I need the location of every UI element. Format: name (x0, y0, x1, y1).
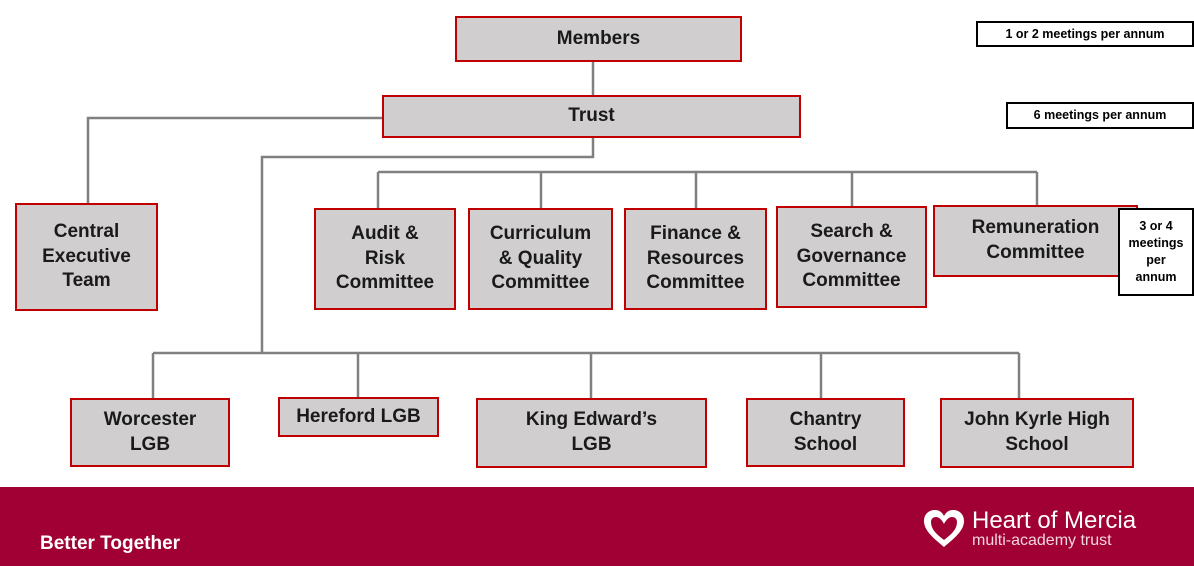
brand-name: Heart of Mercia (972, 507, 1137, 534)
curriculum-quality-committee-box: Curriculum & Quality Committee (468, 208, 613, 310)
finance-resources-committee-box: Finance & Resources Committee (624, 208, 767, 310)
members-meetings-note: 1 or 2 meetings per annum (976, 21, 1194, 47)
john-kyrle-high-school-box: John Kyrle High School (940, 398, 1134, 468)
hereford-lgb-box: Hereford LGB (278, 397, 439, 437)
king-edwards-lgb-box: King Edward’s LGB (476, 398, 707, 468)
footer-tagline: Better Together (40, 533, 181, 554)
brand-logo: Heart of Mercia multi-academy trust (922, 504, 1136, 554)
remuneration-committee-box: Remuneration Committee (933, 205, 1138, 277)
heart-icon (924, 510, 964, 547)
brand-subtitle: multi-academy trust (972, 532, 1112, 550)
footer-banner: Better Together Heart of Mercia multi-ac… (0, 487, 1194, 566)
members-box: Members (455, 16, 742, 62)
search-governance-committee-box: Search & Governance Committee (776, 206, 927, 308)
chantry-school-box: Chantry School (746, 398, 905, 467)
committee-meetings-note: 3 or 4 meetings per annum (1118, 208, 1194, 296)
central-executive-team-box: Central Executive Team (15, 203, 158, 311)
trust-meetings-note: 6 meetings per annum (1006, 102, 1194, 129)
trust-box: Trust (382, 95, 801, 138)
connector-lines (86, 62, 1039, 398)
brand-text: Heart of Mercia multi-academy trust (972, 508, 1136, 550)
worcester-lgb-box: Worcester LGB (70, 398, 230, 467)
audit-risk-committee-box: Audit & Risk Committee (314, 208, 456, 310)
